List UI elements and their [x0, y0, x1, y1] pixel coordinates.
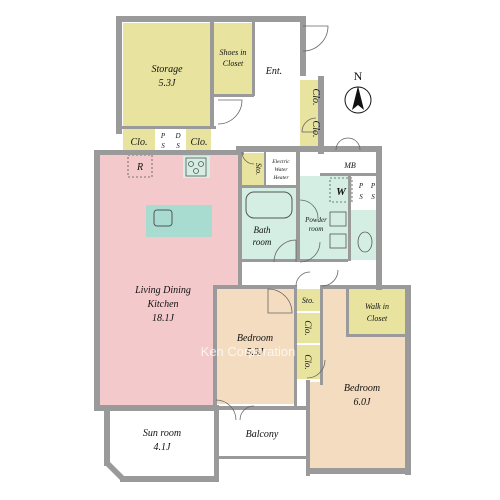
walk-in-closet-label-1: Walk in: [365, 302, 389, 311]
bedroom-2-size: 6.0J: [354, 397, 372, 408]
storage-bedroom: [296, 289, 320, 311]
closet-right-label: Clo.: [191, 137, 208, 148]
bedroom-closet-1: [296, 313, 320, 343]
ps-right-p1: P: [358, 182, 364, 190]
walk-in-closet: [348, 288, 405, 334]
water-heater-label-3: Heater: [272, 175, 289, 181]
ldk-label-2: Kitchen: [146, 299, 178, 310]
bedroom-2-label: Bedroom: [344, 383, 380, 394]
ps-right-p2: P: [370, 182, 376, 190]
balcony-area: [220, 412, 308, 456]
storage-size: 5.3J: [159, 78, 177, 89]
basin-2: [329, 233, 347, 249]
mb-box: [322, 153, 378, 175]
north-arrow-icon: N: [344, 69, 372, 114]
stove-icon: [185, 157, 207, 177]
washer-space: [329, 177, 353, 203]
sun-room-size: 4.1J: [154, 442, 172, 453]
washer-label: W: [336, 186, 347, 198]
ps-ds-shaft: [156, 128, 186, 152]
bedroom-closet-2-label: Clo.: [303, 354, 313, 369]
ps-right-s1: S: [359, 193, 363, 201]
toilet-room: [351, 210, 379, 260]
shoes-closet-label-2: Closet: [223, 59, 244, 68]
bedroom-closet-1-label: Clo.: [303, 320, 313, 335]
watermark: Ken Corporation: [201, 344, 296, 359]
ldk-label-1: Living Dining: [134, 285, 191, 296]
entrance-closet-2-label: Clo.: [310, 121, 321, 138]
bathroom: [242, 188, 298, 260]
bedroom-1: [216, 289, 294, 404]
powder-room-label-1: Powder: [304, 216, 327, 224]
entrance-closet-1: [300, 80, 320, 113]
closet-left-label: Clo.: [131, 137, 148, 148]
shoes-closet-label-1: Shoes in: [220, 48, 247, 57]
closet-left: [123, 128, 155, 152]
closet-right: [186, 128, 211, 152]
bedroom-closet-2: [296, 345, 320, 379]
powder-room-label-2: room: [309, 225, 324, 233]
entrance-closet-1-label: Clo.: [310, 89, 321, 106]
storage-label: Storage: [151, 64, 183, 75]
entrance-label: Ent.: [265, 66, 282, 77]
bedroom-1-label: Bedroom: [237, 333, 273, 344]
north-label: N: [354, 69, 363, 83]
balcony-label: Balcony: [246, 429, 279, 440]
bathroom-label-2: room: [253, 237, 272, 247]
hallway: [242, 262, 346, 286]
bedroom-1-size: 5.3J: [247, 347, 265, 358]
entrance-area: [255, 23, 299, 123]
walk-in-closet-label-2: Closet: [367, 314, 388, 323]
ps-right-s2: S: [371, 193, 375, 201]
ps-p: P: [160, 132, 166, 140]
storage-bath-area: [242, 153, 264, 185]
storage-bedroom-label: Sto.: [302, 296, 314, 305]
sun-room-label: Sun room: [143, 428, 181, 439]
storage-room: [123, 23, 211, 126]
toilet-icon: [357, 231, 373, 253]
bathroom-label-1: Bath: [254, 225, 271, 235]
ldk-size: 18.1J: [152, 313, 175, 324]
walls: [94, 16, 411, 482]
ps-right-shaft: [355, 176, 379, 210]
doors: [215, 25, 361, 421]
shoes-closet: [214, 23, 254, 95]
basin-1: [329, 211, 347, 227]
ds-d: D: [174, 132, 180, 140]
refrigerator-label: R: [136, 162, 143, 173]
ps-s: S: [161, 142, 165, 150]
bedroom-2: [310, 288, 405, 468]
bathtub-icon: [245, 191, 293, 219]
water-heater-label-1: Electric: [271, 159, 290, 165]
water-heater-area: [266, 153, 296, 185]
sink-icon: [153, 209, 173, 227]
storage-bath-label: Sto.: [254, 163, 263, 175]
mb-label: MB: [343, 161, 356, 170]
sun-room: [110, 410, 215, 478]
entrance-closet-2: [300, 113, 320, 146]
ds-s: S: [176, 142, 180, 150]
water-heater-label-2: Water: [275, 167, 289, 173]
